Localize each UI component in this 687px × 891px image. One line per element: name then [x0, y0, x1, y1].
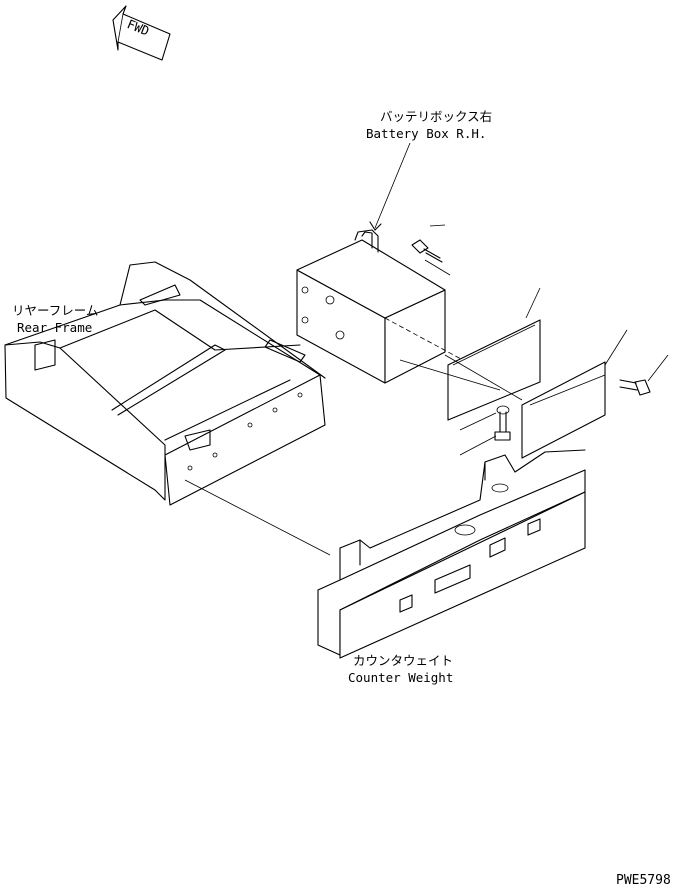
counter-weight-label-jp: カウンタウェイト — [353, 653, 453, 668]
leader-line — [429, 224, 446, 227]
battery-box-leader — [369, 142, 411, 231]
battery-box-label-en: Battery Box R.H. — [366, 126, 486, 141]
side-plate — [521, 361, 606, 459]
leader-line — [424, 259, 451, 276]
drawing-code: PWE5798 — [616, 873, 671, 888]
assembly-line — [184, 479, 331, 556]
leader-line — [647, 354, 669, 382]
battery-cover-plate — [447, 319, 541, 421]
leader-line — [459, 412, 497, 431]
leader-line — [604, 329, 628, 366]
washer-icon — [496, 405, 510, 415]
counter-weight — [317, 449, 586, 659]
fwd-arrow-icon: FWD — [112, 5, 171, 61]
leader-line — [459, 435, 497, 456]
fwd-label: FWD — [125, 16, 152, 38]
assembly-line — [444, 354, 523, 401]
battery-box-rh — [296, 229, 501, 384]
rear-frame — [4, 261, 326, 506]
leader-line — [525, 287, 541, 319]
rear-frame-label-jp: リヤーフレーム — [12, 303, 98, 318]
assembly-line — [529, 374, 606, 406]
assembly-line — [399, 359, 501, 391]
bolt-icon — [619, 379, 651, 396]
battery-box-label-jp: バッテリボックス右 — [380, 109, 492, 124]
bolt-icon — [411, 239, 443, 263]
counter-weight-label-en: Counter Weight — [348, 670, 453, 685]
rear-frame-label-en: Rear Frame — [17, 320, 92, 335]
bolt-icon — [494, 411, 511, 441]
